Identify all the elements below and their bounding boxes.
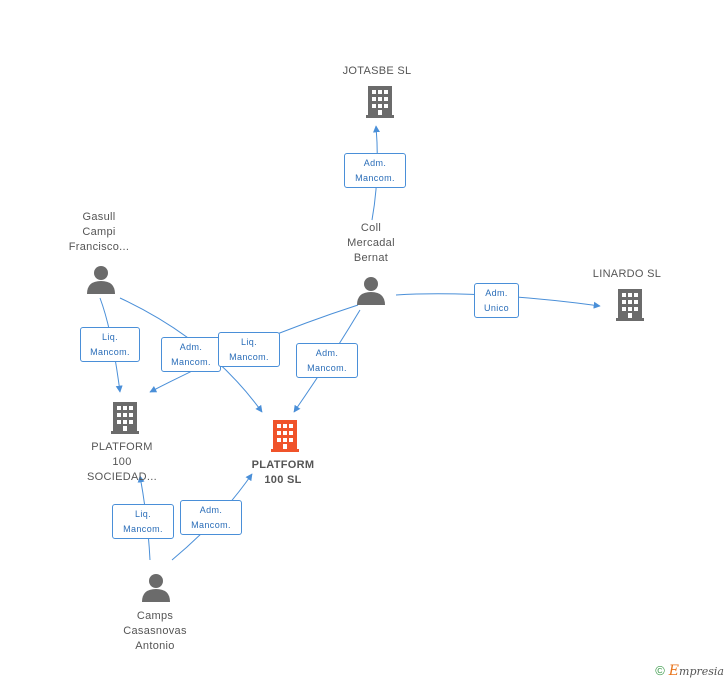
edge-label-line: Mancom. bbox=[191, 520, 231, 530]
edge-label-gasull-sociedad[interactable]: Liq. Mancom. bbox=[80, 327, 140, 362]
node-label-coll[interactable]: Coll Mercadal Bernat bbox=[347, 221, 395, 266]
edge-label-camps-main[interactable]: Adm. Mancom. bbox=[180, 500, 242, 535]
edge-label-line: Mancom. bbox=[355, 173, 395, 183]
edge-label-line: Liq. bbox=[134, 509, 152, 519]
edge-label-line: Mancom. bbox=[90, 347, 130, 357]
edge-label-line: Liq. bbox=[240, 337, 258, 347]
copyright-icon: © bbox=[655, 663, 665, 678]
node-name-line: Camps bbox=[136, 610, 174, 622]
edge-label-line: Liq. bbox=[101, 332, 119, 342]
brand-footer: ©Empresia bbox=[655, 663, 724, 679]
edge-label-line: Mancom. bbox=[123, 524, 163, 534]
node-label-gasull[interactable]: Gasull Campi Francisco... bbox=[69, 210, 129, 255]
person-icon[interactable] bbox=[87, 266, 115, 294]
node-name-line: Mercadal bbox=[347, 237, 395, 249]
edge-label-coll-sociedad[interactable]: Liq. Mancom. bbox=[218, 332, 280, 367]
node-name-line: 100 bbox=[112, 456, 132, 468]
node-name-line: PLATFORM bbox=[251, 459, 315, 471]
edge-label-line: Mancom. bbox=[171, 357, 211, 367]
node-name-line: Francisco... bbox=[68, 241, 130, 253]
edge-label-camps-sociedad[interactable]: Liq. Mancom. bbox=[112, 504, 174, 539]
brand-initial: E bbox=[668, 663, 680, 679]
edge-label-line: Adm. bbox=[485, 288, 508, 298]
edge-label-gasull-main[interactable]: Adm. Mancom. bbox=[161, 337, 221, 372]
edge-label-line: Mancom. bbox=[229, 352, 269, 362]
building-icon-main[interactable] bbox=[271, 420, 299, 452]
node-name-line: Coll bbox=[360, 222, 382, 234]
person-icon[interactable] bbox=[142, 574, 170, 602]
node-name-line: Antonio bbox=[135, 640, 175, 652]
node-label-platform-main[interactable]: PLATFORM 100 SL bbox=[252, 458, 315, 488]
node-name-line: Campi bbox=[82, 226, 116, 238]
person-icon[interactable] bbox=[357, 277, 385, 305]
edge-label-line: Adm. bbox=[315, 348, 339, 358]
node-name-line: 100 SL bbox=[264, 474, 302, 486]
edge-label-line: Adm. bbox=[179, 342, 203, 352]
node-name-line: SOCIEDAD... bbox=[87, 471, 157, 483]
node-label-camps[interactable]: Camps Casasnovas Antonio bbox=[123, 609, 187, 654]
node-name-line: LINARDO SL bbox=[592, 268, 662, 280]
node-label-jotasbe[interactable]: JOTASBE SL bbox=[343, 64, 412, 79]
edge-label-line: Mancom. bbox=[307, 363, 347, 373]
node-name-line: Bernat bbox=[353, 252, 389, 264]
edge-label-coll-linardo[interactable]: Adm. Unico bbox=[474, 283, 519, 318]
building-icon[interactable] bbox=[366, 86, 394, 118]
node-name-line: Casasnovas bbox=[123, 625, 187, 637]
edge-label-line: Adm. bbox=[199, 505, 223, 515]
edge-label-coll-jotasbe[interactable]: Adm. Mancom. bbox=[344, 153, 406, 188]
node-name-line: JOTASBE SL bbox=[342, 65, 412, 77]
node-name-line: Gasull bbox=[82, 211, 116, 223]
edge-label-line: Unico bbox=[483, 303, 509, 313]
node-name-line: PLATFORM bbox=[91, 441, 153, 453]
building-icon[interactable] bbox=[616, 289, 644, 321]
brand-name: mpresia bbox=[679, 665, 724, 678]
brand-logo: Empresia bbox=[668, 663, 724, 679]
edge-label-coll-main[interactable]: Adm. Mancom. bbox=[296, 343, 358, 378]
edge-label-line: Adm. bbox=[363, 158, 387, 168]
node-label-linardo[interactable]: LINARDO SL bbox=[593, 267, 661, 282]
building-icon[interactable] bbox=[111, 402, 139, 434]
node-label-platform-sociedad[interactable]: PLATFORM 100 SOCIEDAD... bbox=[87, 440, 157, 485]
